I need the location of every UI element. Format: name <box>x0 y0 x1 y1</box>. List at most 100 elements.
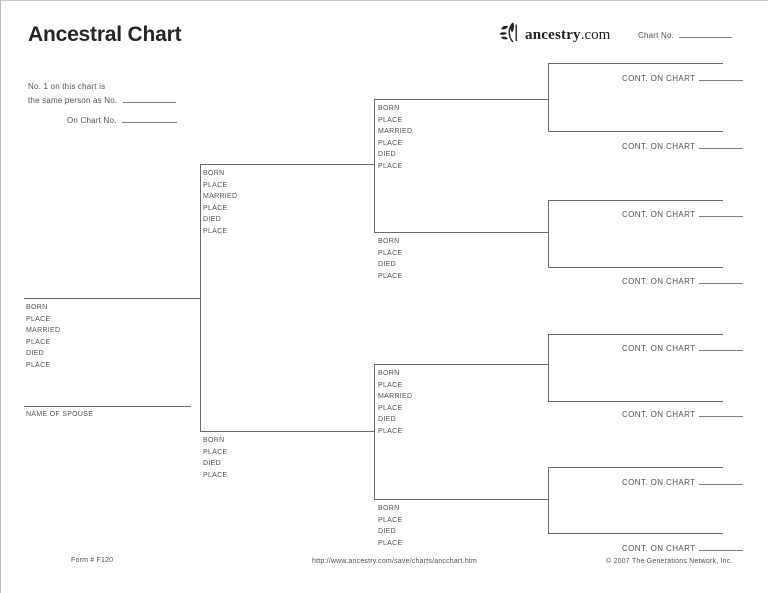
died-label: DIED <box>203 216 221 223</box>
cont-on-chart-label: CONT. ON CHART <box>622 410 696 419</box>
cont-on-chart-2: CONT. ON CHART <box>622 140 744 151</box>
cont-chart-number-blank <box>699 342 744 351</box>
spouse-label-wrap: NAME OF SPOUSE <box>26 409 93 421</box>
place-label: PLACE <box>378 162 403 170</box>
maternal-grandmother-name-line <box>374 499 548 500</box>
cont-on-chart-label: CONT. ON CHART <box>622 544 696 553</box>
cont-on-chart-label: CONT. ON CHART <box>622 478 696 487</box>
logo-wordmark: ancestry.com <box>525 27 610 44</box>
maternal-grandmother-field-labels: BORN PLACE DIED PLACE <box>378 503 402 549</box>
born-label: BORN <box>26 304 48 311</box>
great-grandparents-connector-2 <box>548 200 549 267</box>
maternal-grandparents-connector <box>374 364 375 499</box>
footer-copyright: © 2007 The Generations Network, Inc. <box>606 558 733 565</box>
form-number: Form # F120 <box>71 557 114 564</box>
paternal-grandfather-field-labels: BORN PLACE MARRIED PLACE DIED PLACE <box>378 103 412 172</box>
great-grandparent-7-name-line <box>548 467 723 468</box>
great-grandparents-connector-4 <box>548 467 549 533</box>
place-label: PLACE <box>26 338 51 346</box>
great-grandparent-3-name-line <box>548 200 723 201</box>
cont-on-chart-label: CONT. ON CHART <box>622 344 696 353</box>
married-label: MARRIED <box>378 128 413 135</box>
great-grandparents-connector-3 <box>548 334 549 401</box>
cont-on-chart-6: CONT. ON CHART <box>622 408 744 419</box>
born-label: BORN <box>203 437 225 444</box>
ancestry-logo: ancestry.com <box>499 22 610 49</box>
died-label: DIED <box>26 350 44 357</box>
place-label: PLACE <box>26 361 51 369</box>
place-label: PLACE <box>378 404 403 412</box>
died-label: DIED <box>378 528 396 535</box>
gen2-connector <box>200 164 201 432</box>
name-of-spouse-label: NAME OF SPOUSE <box>26 411 94 418</box>
cont-chart-number-blank <box>699 140 744 149</box>
great-grandparent-1-name-line <box>548 63 723 64</box>
intro-line-3: On Chart No. <box>67 114 177 125</box>
cont-on-chart-label: CONT. ON CHART <box>622 74 696 83</box>
cont-chart-number-blank <box>699 275 744 284</box>
cont-chart-number-blank <box>699 408 744 417</box>
great-grandparent-8-name-line <box>548 533 723 534</box>
born-label: BORN <box>378 238 400 245</box>
chart-no-blank <box>679 29 733 38</box>
born-label: BORN <box>378 505 400 512</box>
died-label: DIED <box>378 261 396 268</box>
mother-field-labels: BORN PLACE DIED PLACE <box>203 435 227 481</box>
died-label: DIED <box>378 151 396 158</box>
maternal-grandfather-field-labels: BORN PLACE MARRIED PLACE DIED PLACE <box>378 368 412 437</box>
place-label: PLACE <box>378 116 403 124</box>
person1-field-labels: BORN PLACE MARRIED PLACE DIED PLACE <box>26 302 60 371</box>
leaf-ornament-icon <box>499 22 523 49</box>
paternal-grandmother-name-line <box>374 232 548 233</box>
place-label: PLACE <box>378 539 403 547</box>
chart-no-field: Chart No. <box>638 29 733 40</box>
father-field-labels: BORN PLACE MARRIED PLACE DIED PLACE <box>203 168 237 237</box>
footer-url: http://www.ancestry.com/save/charts/ancc… <box>312 558 478 565</box>
cont-on-chart-label: CONT. ON CHART <box>622 277 696 286</box>
logo-suffix: .com <box>580 27 611 43</box>
page-title: Ancestral Chart <box>28 23 182 46</box>
intro-line-2: the same person as No. <box>28 94 176 105</box>
place-label: PLACE <box>203 448 228 456</box>
father-name-line <box>200 164 374 165</box>
intro-line-1: No. 1 on this chart is <box>28 82 106 91</box>
maternal-grandfather-name-line <box>374 364 548 365</box>
cont-on-chart-7: CONT. ON CHART <box>622 476 744 487</box>
cont-on-chart-8: CONT. ON CHART <box>622 542 744 553</box>
cont-on-chart-1: CONT. ON CHART <box>622 72 744 83</box>
married-label: MARRIED <box>203 193 238 200</box>
great-grandparent-2-name-line <box>548 131 723 132</box>
place-label: PLACE <box>378 272 403 280</box>
died-label: DIED <box>378 416 396 423</box>
great-grandparent-6-name-line <box>548 401 723 402</box>
cont-on-chart-4: CONT. ON CHART <box>622 275 744 286</box>
place-label: PLACE <box>378 427 403 435</box>
place-label: PLACE <box>203 181 228 189</box>
married-label: MARRIED <box>26 327 61 334</box>
cont-chart-number-blank <box>699 542 744 551</box>
chart-no-label: Chart No. <box>638 31 675 40</box>
place-label: PLACE <box>26 315 51 323</box>
cont-on-chart-label: CONT. ON CHART <box>622 210 696 219</box>
married-label: MARRIED <box>378 393 413 400</box>
logo-brand: ancestry <box>525 27 581 43</box>
intro-line-2-text: the same person as No. <box>28 96 118 105</box>
place-label: PLACE <box>203 227 228 235</box>
cont-on-chart-label: CONT. ON CHART <box>622 142 696 151</box>
place-label: PLACE <box>203 471 228 479</box>
great-grandparent-4-name-line <box>548 267 723 268</box>
mother-name-line <box>200 431 374 432</box>
born-label: BORN <box>203 170 225 177</box>
cont-on-chart-5: CONT. ON CHART <box>622 342 744 353</box>
place-label: PLACE <box>378 381 403 389</box>
cont-chart-number-blank <box>699 72 744 81</box>
place-label: PLACE <box>203 204 228 212</box>
place-label: PLACE <box>378 249 403 257</box>
person1-name-line <box>24 298 200 299</box>
spouse-name-line <box>24 406 191 407</box>
place-label: PLACE <box>378 516 403 524</box>
great-grandparents-connector-1 <box>548 63 549 131</box>
cont-chart-number-blank <box>699 476 744 485</box>
died-label: DIED <box>203 460 221 467</box>
